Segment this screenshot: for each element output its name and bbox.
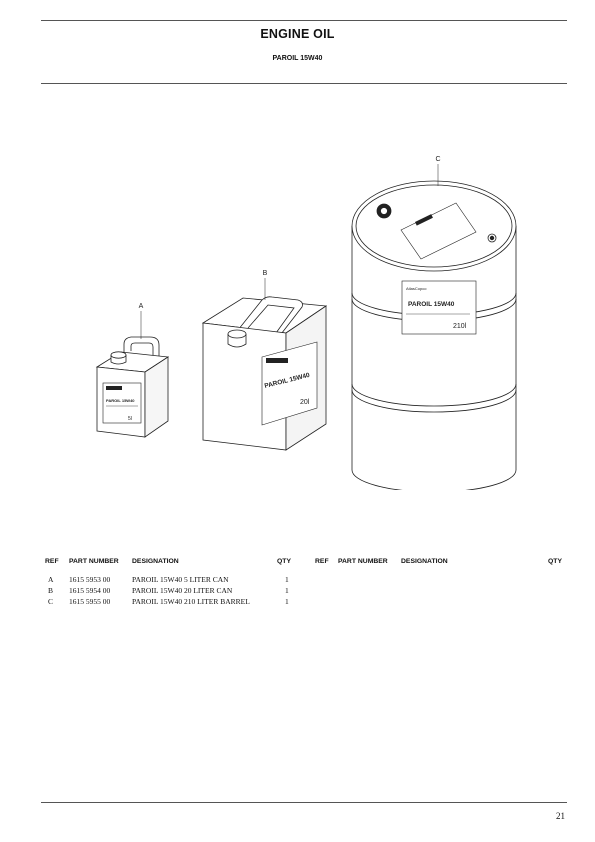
header-qty-right: QTY [548,558,562,565]
label-b-volume: 20l [300,399,310,406]
container-a-5-liter-can: PAROIL 15W40 5l [95,336,170,438]
container-c-210-liter-barrel: AtlasCopco PAROIL 15W40 210l [351,180,517,490]
header-part-left: PART NUMBER [69,558,119,565]
row-designation: PAROIL 15W40 20 LITER CAN [132,586,233,595]
page-number: 21 [556,811,565,821]
row-part-number: 1615 5954 00 [69,586,111,595]
label-c-paroil: PAROIL 15W40 [408,301,455,308]
top-rule [41,20,567,21]
page-title: ENGINE OIL [260,27,335,41]
callout-b: B [263,270,268,277]
header-ref-right: REF [315,558,329,565]
container-b-20-liter-can: PAROIL 15W40 20l [201,296,328,451]
row-qty: 1 [285,597,289,606]
row-qty: 1 [285,586,289,595]
label-c-brand: AtlasCopco [406,286,427,291]
row-designation: PAROIL 15W40 5 LITER CAN [132,575,229,584]
callout-c: C [435,156,440,163]
row-part-number: 1615 5955 00 [69,597,111,606]
header-designation-right: DESIGNATION [401,558,448,565]
page-subtitle: PAROIL 15W40 [272,55,323,62]
callout-a: A [139,303,144,310]
header-ref-left: REF [45,558,59,565]
row-ref: B [48,586,54,595]
header-rule [41,83,567,84]
header-part-right: PART NUMBER [338,558,388,565]
row-ref: A [48,575,54,584]
label-a-volume: 5l [128,416,132,422]
row-ref: C [48,597,54,606]
oil-containers-illustration: PAROIL 15W40 5l PAROIL 15W40 20l [95,156,517,490]
row-qty: 1 [285,575,289,584]
header-designation-left: DESIGNATION [132,558,179,565]
row-part-number: 1615 5953 00 [69,575,111,584]
label-a-paroil: PAROIL 15W40 [106,398,135,403]
row-designation: PAROIL 15W40 210 LITER BARREL [132,597,250,606]
footer-rule [41,802,567,803]
header-qty-left: QTY [277,558,291,565]
label-c-volume: 210l [453,323,467,330]
